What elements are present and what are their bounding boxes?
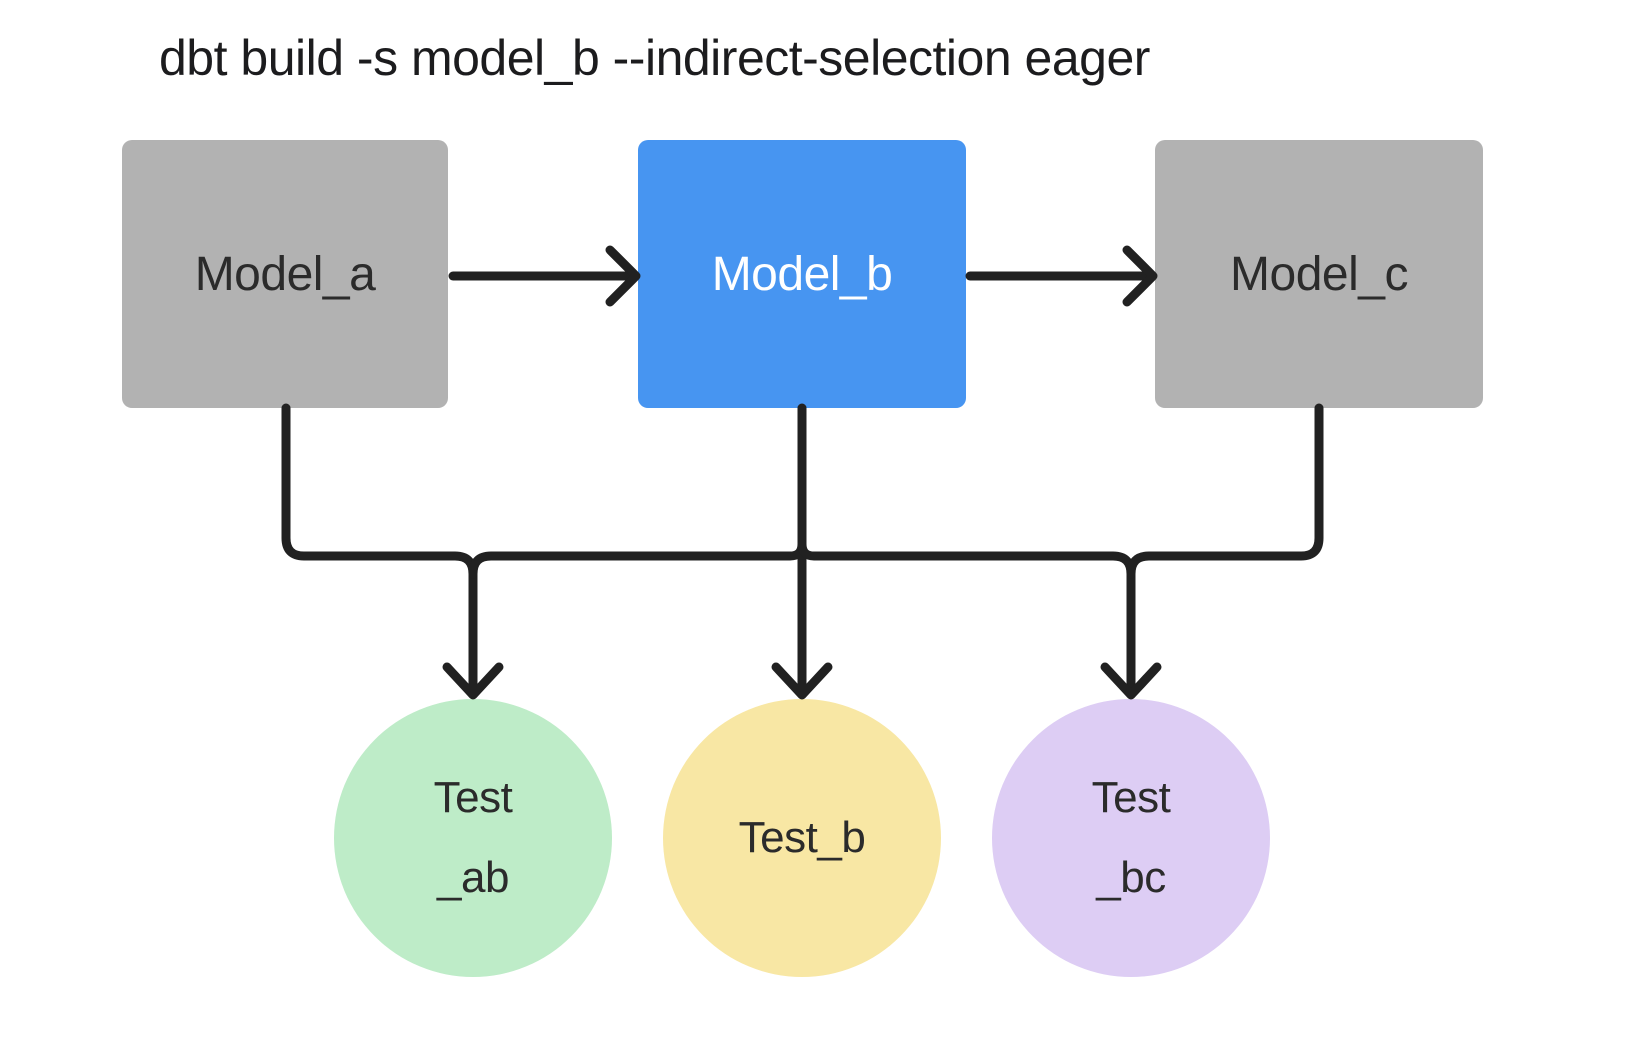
edge-model-a-to-test-ab xyxy=(281,403,478,693)
node-test-b: Test_b xyxy=(663,699,941,977)
node-test-ab-label-line1: Test xyxy=(433,773,513,822)
edge-bus-right xyxy=(797,539,1136,693)
node-model-c-label: Model_c xyxy=(1230,247,1408,301)
arrowhead-test-ab-icon xyxy=(442,662,504,700)
node-test-ab: Test _ab xyxy=(334,699,612,977)
node-model-c: Model_c xyxy=(1155,140,1483,408)
node-test-b-label-line1: Test_b xyxy=(738,813,866,862)
node-model-a-label: Model_a xyxy=(194,247,376,301)
arrowhead-model-c-icon xyxy=(1122,245,1158,307)
edge-model-c-to-test-bc xyxy=(1126,403,1324,579)
arrowhead-test-bc-icon xyxy=(1100,662,1162,700)
node-test-ab-label-line2: _ab xyxy=(437,853,509,902)
node-model-b-selected: Model_b xyxy=(638,140,966,408)
node-test-bc: Test _bc xyxy=(992,699,1270,977)
node-test-bc-label-line2: _bc xyxy=(1096,853,1166,902)
diagram-title: dbt build -s model_b --indirect-selectio… xyxy=(159,30,1150,86)
node-test-bc-label-line1: Test xyxy=(1091,773,1171,822)
edge-bus-left xyxy=(468,539,807,579)
arrowhead-test-b-icon xyxy=(771,662,833,700)
arrowhead-model-b-icon xyxy=(605,245,641,307)
node-model-b-label: Model_b xyxy=(711,247,893,301)
node-model-a: Model_a xyxy=(122,140,448,408)
